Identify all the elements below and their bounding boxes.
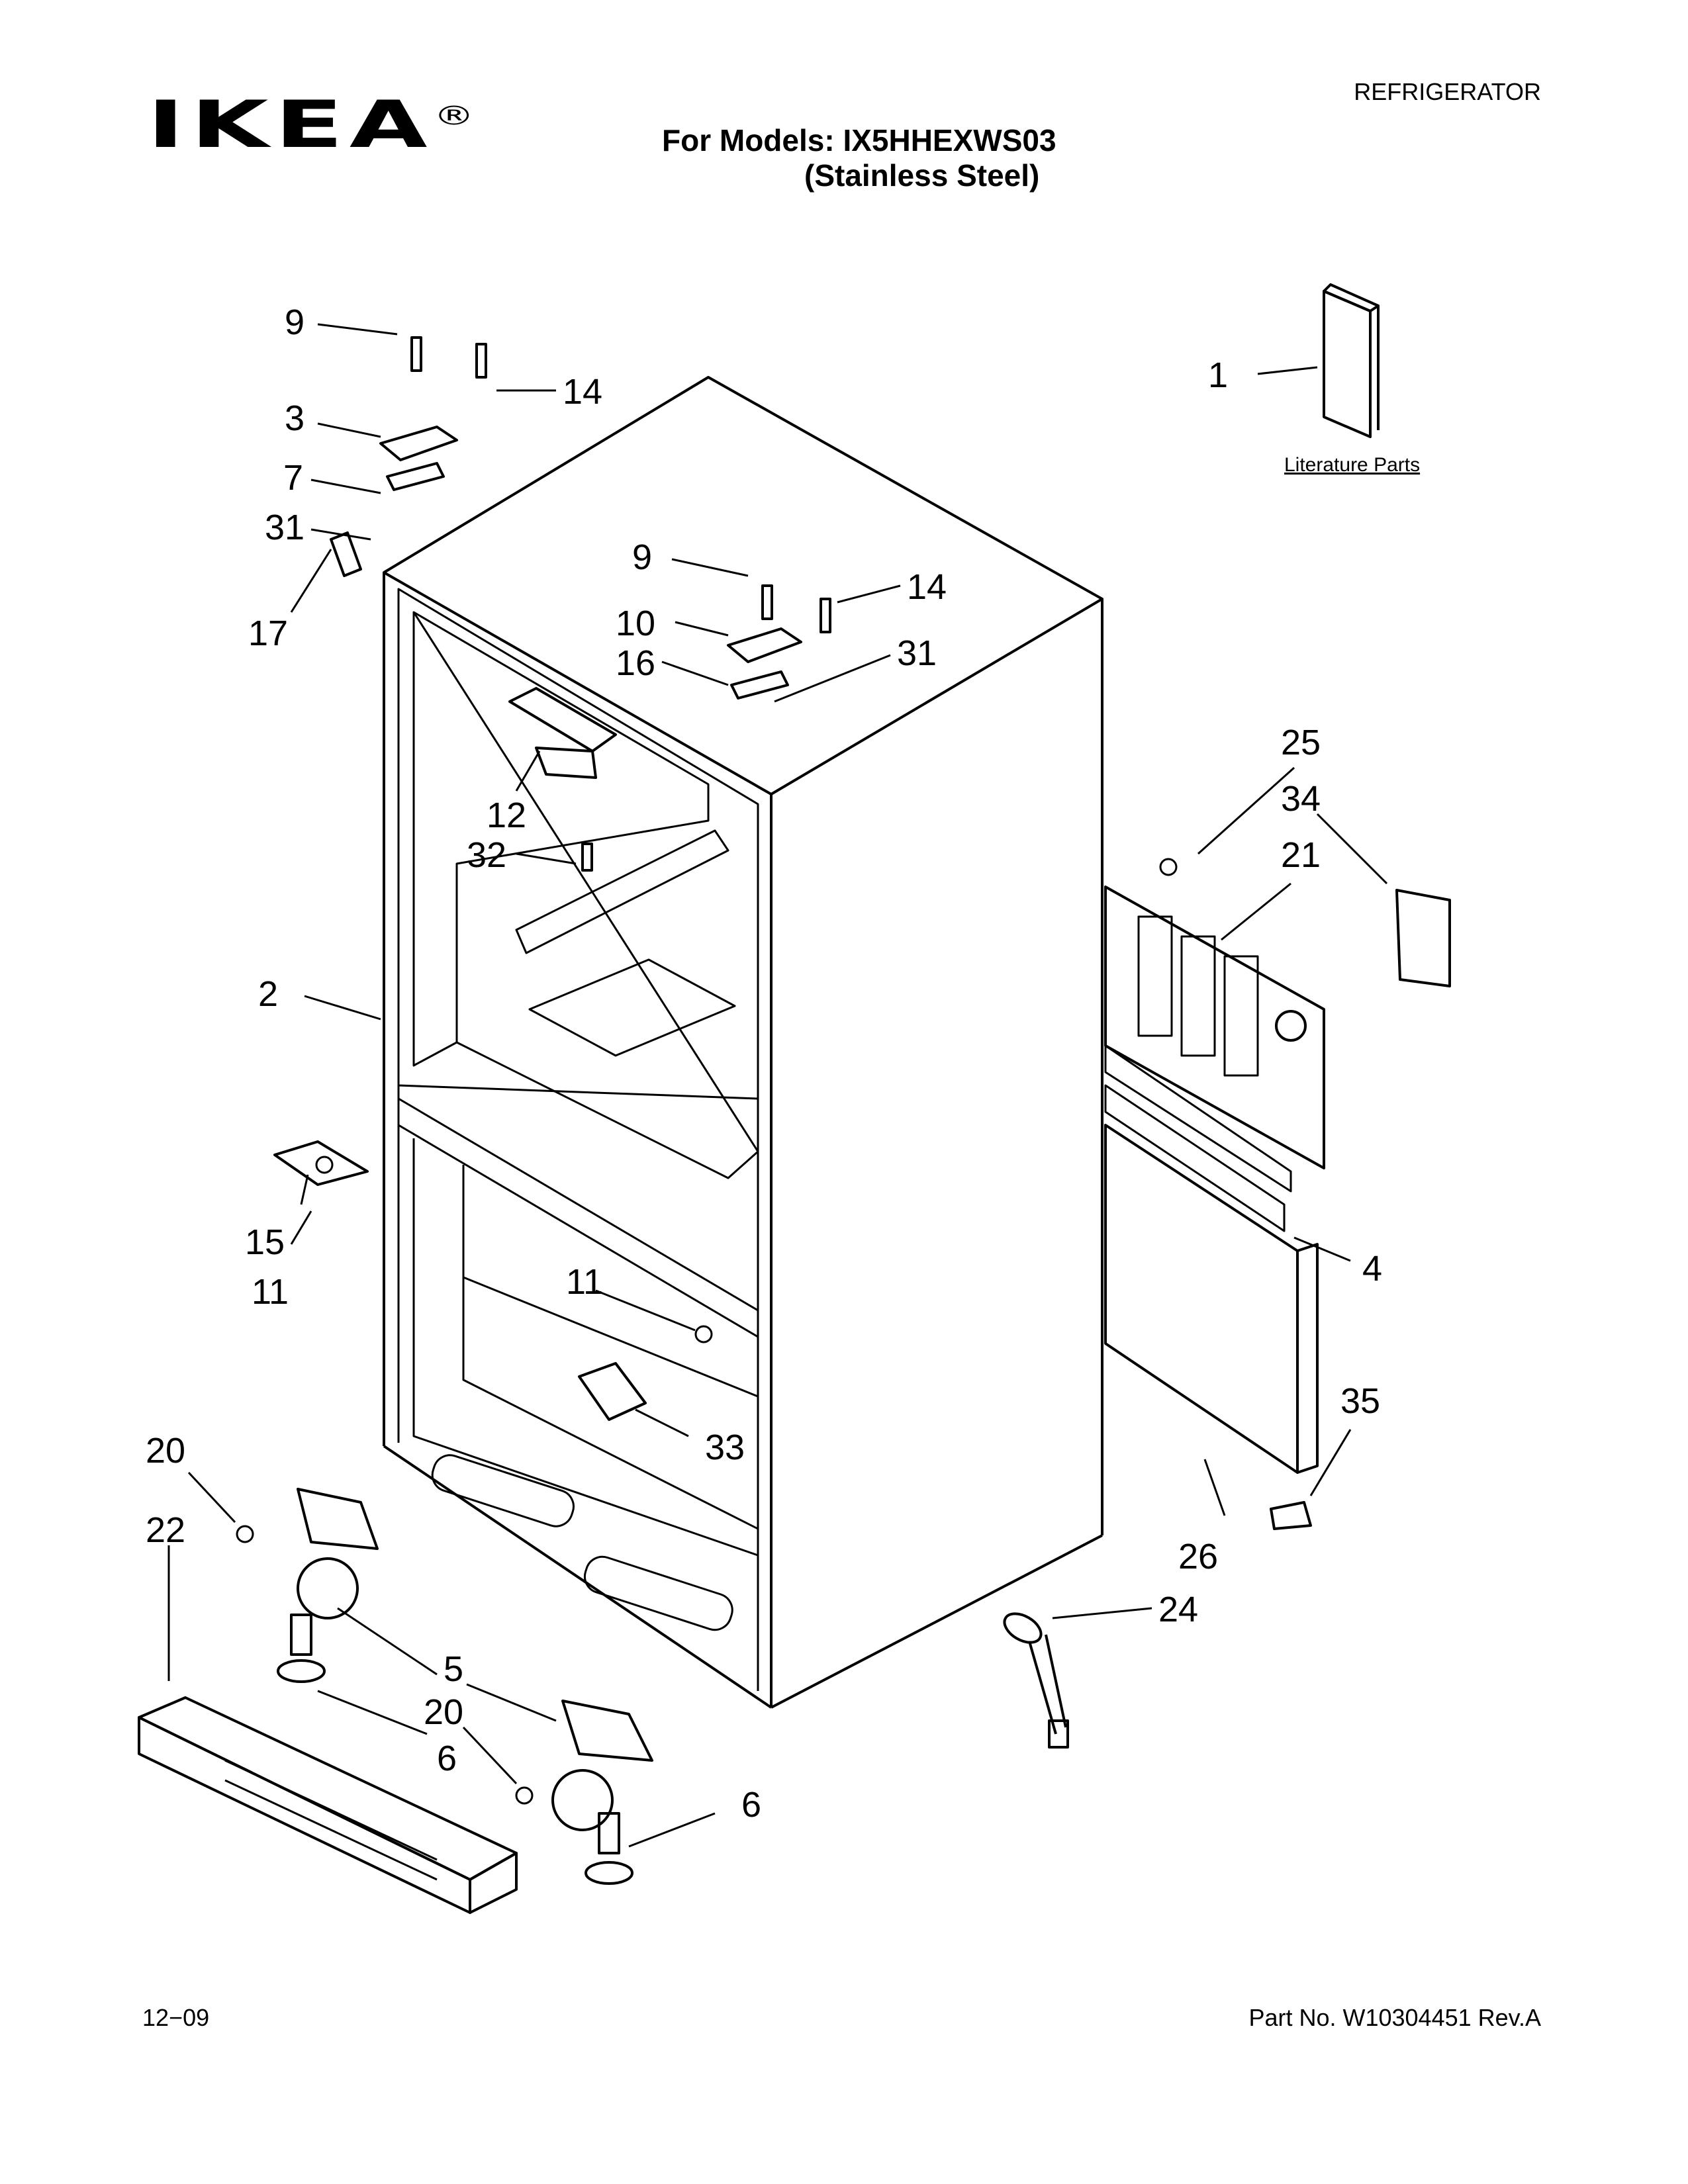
callout-35: 35: [1340, 1381, 1380, 1421]
trim-clip: [1395, 889, 1451, 987]
callout-22: 22: [146, 1510, 185, 1550]
callout-15: 15: [245, 1222, 285, 1262]
center-hinge-left: [273, 1140, 369, 1186]
callout-20a: 20: [146, 1431, 185, 1471]
callout-14a: 14: [563, 372, 602, 412]
callout-24: 24: [1158, 1590, 1198, 1629]
callout-32: 32: [467, 835, 506, 875]
callout-7: 7: [283, 458, 303, 498]
callout-20b: 20: [424, 1692, 463, 1732]
toe-grille: [138, 1696, 518, 1914]
leveling-wrench: [1003, 1612, 1069, 1749]
center-hinge-right: [578, 1362, 647, 1421]
callout-9a: 9: [285, 302, 305, 342]
registered-mark: ®: [433, 101, 481, 132]
brand-text: IKEA: [147, 87, 434, 163]
literature-parts-label: Literature Parts: [1284, 454, 1420, 476]
literature-booklet: [1323, 283, 1380, 438]
callout-11a: 11: [252, 1272, 289, 1312]
panel-clip: [1270, 1501, 1312, 1530]
callout-2: 2: [258, 974, 278, 1014]
callout-25: 25: [1281, 723, 1321, 762]
callout-31a: 31: [265, 508, 305, 547]
model-line: For Models: IX5HHEXWS03: [662, 123, 1056, 158]
callout-labels: 9 14 3 7 31 17 9 10 14 16 31 1 Literatur…: [146, 302, 1420, 1825]
front-grille: [1104, 886, 1325, 1232]
front-roller-right: [551, 1700, 653, 1885]
finish-line: (Stainless Steel): [804, 158, 1040, 193]
callout-14b: 14: [907, 567, 947, 607]
callout-31b: 31: [897, 633, 937, 673]
ikea-logo: IKEA®: [147, 93, 481, 158]
document-type: REFRIGERATOR: [1354, 78, 1541, 105]
upper-left-hinge: [330, 336, 487, 577]
callout-6b: 6: [741, 1785, 761, 1825]
callout-5: 5: [444, 1649, 463, 1689]
callout-4: 4: [1362, 1249, 1382, 1289]
cabinet: [383, 376, 1103, 1709]
front-roller-left: [277, 1488, 379, 1683]
screws: [236, 858, 1178, 1805]
callout-12: 12: [487, 796, 526, 835]
part-number: Part No. W10304451 Rev.A: [1248, 2004, 1541, 2031]
upper-right-hinge: [727, 584, 831, 700]
callout-33: 33: [705, 1428, 745, 1467]
callout-10: 10: [616, 604, 655, 643]
callout-17: 17: [248, 614, 288, 653]
callout-6a: 6: [437, 1739, 457, 1778]
callout-26: 26: [1178, 1537, 1218, 1576]
date-code: 12−09: [142, 2004, 210, 2031]
callout-3: 3: [285, 398, 305, 438]
callout-34: 34: [1281, 779, 1321, 819]
callout-16: 16: [616, 643, 655, 683]
base-panel: [1104, 1124, 1319, 1474]
callout-9b: 9: [632, 537, 652, 577]
callout-21: 21: [1281, 835, 1321, 875]
callout-11b: 11: [566, 1262, 603, 1302]
callout-1: 1: [1208, 355, 1228, 395]
leader-lines: [167, 323, 1388, 1848]
center-bracket: [508, 687, 617, 872]
